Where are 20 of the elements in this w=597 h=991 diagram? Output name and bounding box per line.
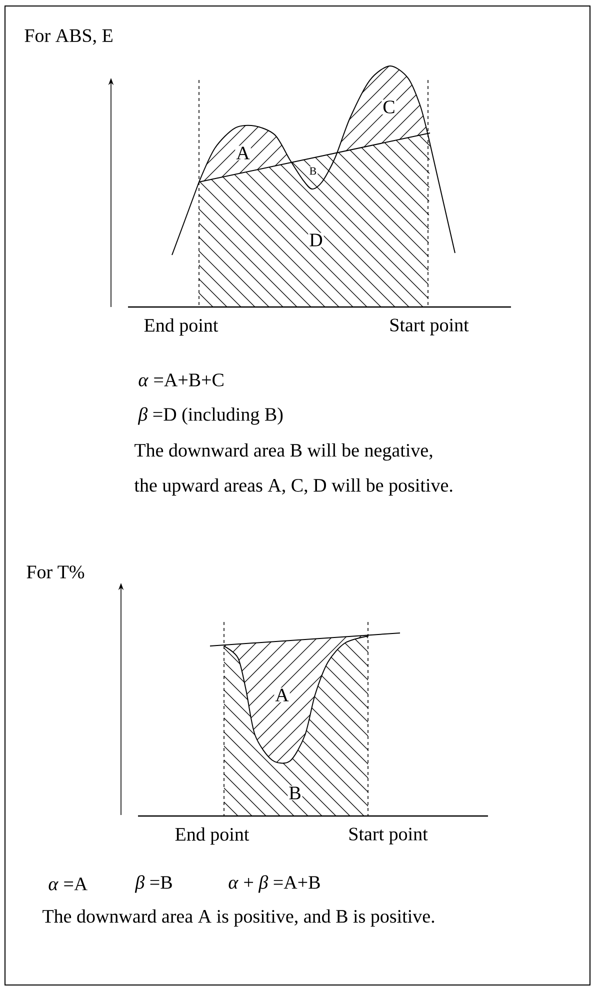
area-label: B bbox=[308, 166, 318, 176]
formula-text: α =A+B+C bbox=[138, 374, 224, 386]
note-text: The downward area B will be negative, bbox=[134, 443, 432, 461]
note-text: the upward areas A, C, D will be positive. bbox=[134, 478, 452, 496]
endpoint-label: Start point bbox=[390, 318, 469, 336]
formula-text: β =D (including B) bbox=[138, 407, 283, 425]
formula-text: β =B bbox=[134, 875, 172, 893]
formula-text: α =A bbox=[48, 878, 88, 890]
area-label: B bbox=[288, 786, 302, 800]
formula-text: α + β =A+B bbox=[228, 875, 320, 893]
area-label: A bbox=[274, 688, 290, 702]
area-label: A bbox=[235, 146, 251, 160]
area-label: D bbox=[308, 232, 324, 248]
endpoint-label: End point bbox=[175, 827, 250, 845]
section-heading: For ABS, E bbox=[24, 29, 112, 45]
endpoint-label: Start point bbox=[349, 828, 428, 844]
note-text: The downward area A is positive, and B is positive. bbox=[42, 909, 434, 927]
endpoint-label: End point bbox=[144, 318, 218, 336]
area-label: C bbox=[382, 100, 396, 114]
section-heading: For T% bbox=[26, 566, 84, 578]
